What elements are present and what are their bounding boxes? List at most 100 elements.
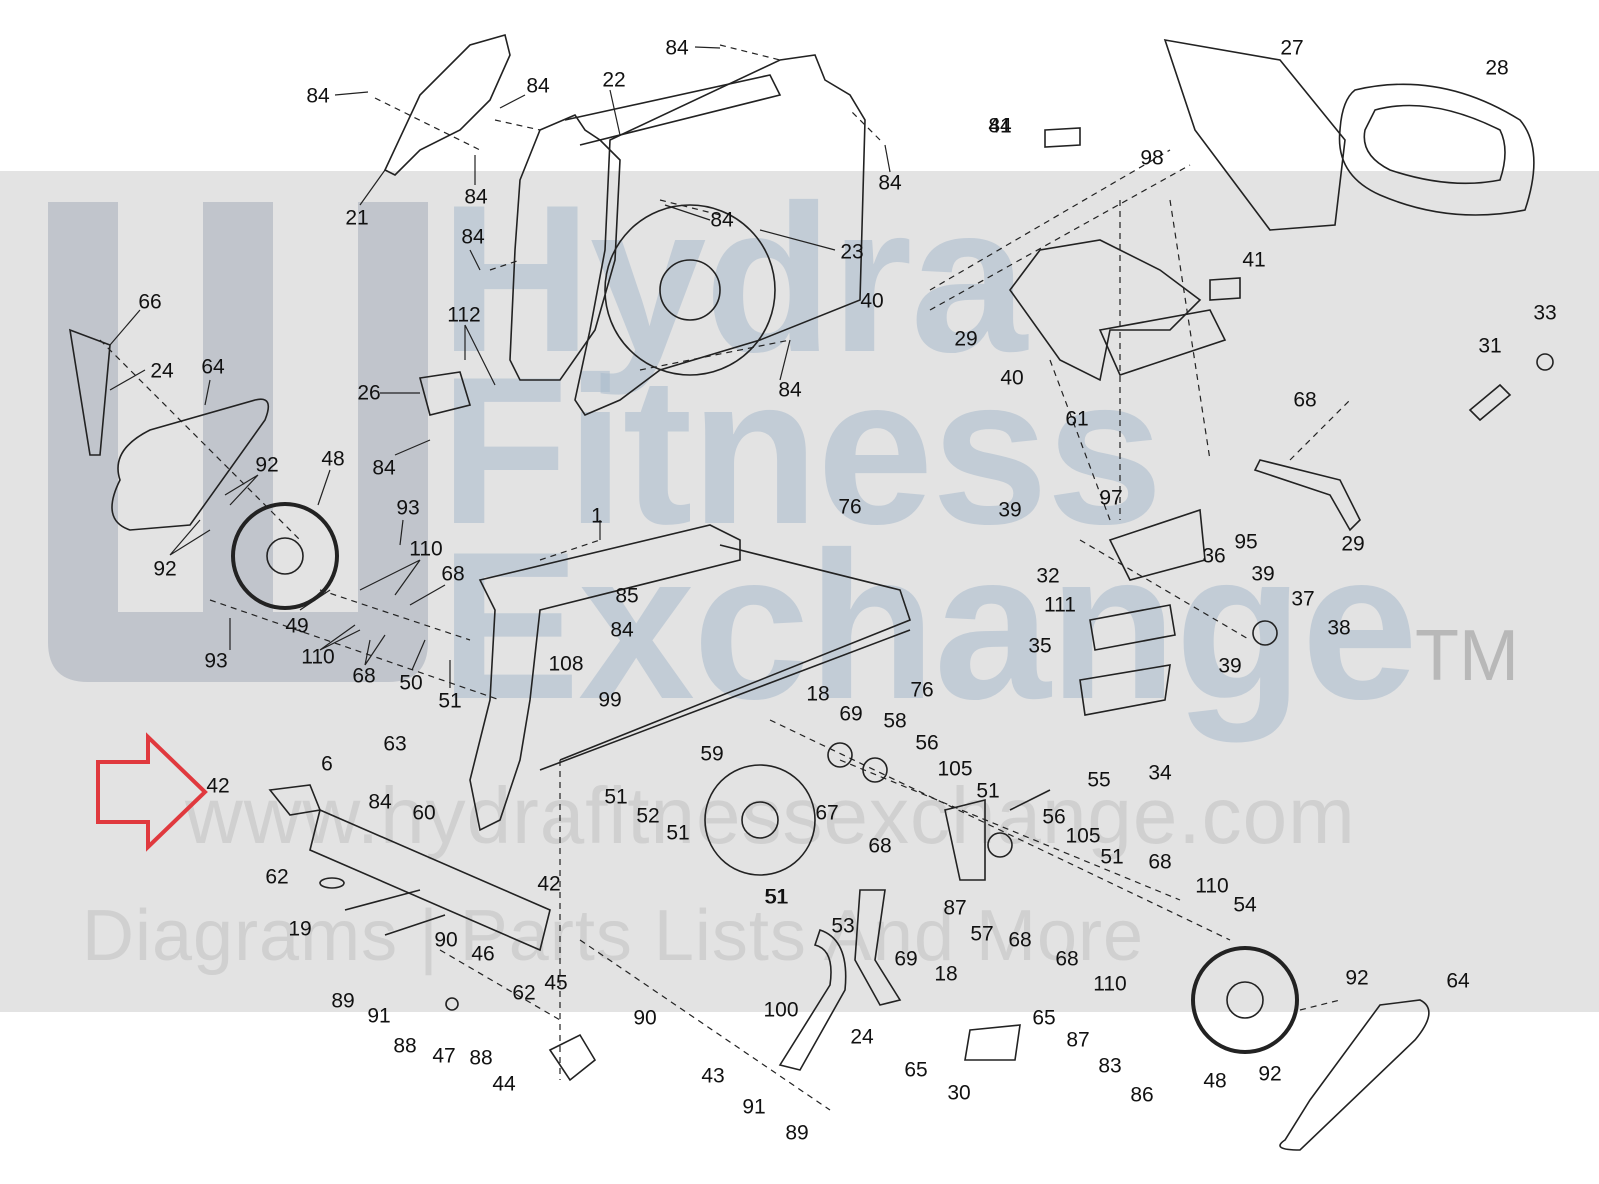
seat-back-mesh: [1163, 38, 1346, 231]
callout-label: 38: [1327, 616, 1351, 640]
callout-label: 110: [409, 537, 443, 561]
callout-label: 68: [352, 664, 376, 688]
callout-label: 83: [1098, 1054, 1122, 1078]
callout-label: 84: [710, 208, 734, 232]
callout-label: 92: [1258, 1062, 1282, 1086]
callout-label: 32: [1036, 564, 1060, 588]
bolts-19: [344, 889, 446, 936]
pad-41-top: [1044, 127, 1081, 148]
callout-label: 28: [1485, 56, 1509, 80]
callout-label: 62: [512, 981, 536, 1005]
tube-31: [1468, 383, 1512, 422]
callout-label: 105: [1065, 824, 1101, 848]
callout-label: 84: [526, 74, 550, 98]
shroud-23: [574, 54, 866, 416]
crossbar-22: [564, 74, 782, 146]
callout-label: 29: [954, 327, 978, 351]
callout-label: 55: [1087, 768, 1111, 792]
callout-label: 76: [838, 495, 862, 519]
callout-label: 21: [345, 206, 369, 230]
bracket-35: [1089, 604, 1176, 651]
callout-label: 19: [288, 917, 312, 941]
callout-label: 92: [255, 453, 279, 477]
callout-label: 84: [778, 378, 802, 402]
callout-label: 56: [1042, 805, 1066, 829]
callout-label: 99: [598, 688, 622, 712]
part-47: [445, 997, 459, 1011]
callout-label: 39: [998, 498, 1022, 522]
crank-left: [68, 328, 111, 456]
callout-label: 105: [937, 757, 973, 781]
knob-37: [1252, 620, 1278, 646]
callout-label: 100: [763, 998, 799, 1022]
callout-label: 68: [868, 834, 892, 858]
shroud-hub-outer: [604, 204, 776, 376]
guard-100: [778, 928, 847, 1071]
callout-label: 50: [399, 671, 423, 695]
callout-label: 68: [441, 562, 465, 586]
callout-label: 42: [537, 872, 561, 896]
callout-label: 88: [469, 1046, 493, 1070]
callout-label: 63: [383, 732, 407, 756]
callout-label: 40: [1000, 366, 1024, 390]
callout-label: 53: [831, 914, 855, 938]
callout-label: 48: [321, 447, 345, 471]
callout-label: 34: [1148, 761, 1172, 785]
callout-label: 57: [970, 922, 994, 946]
callout-label: 26: [357, 381, 381, 405]
callout-label: 43: [701, 1064, 725, 1088]
callout-label: 84: [988, 114, 1012, 138]
callout-label: 41: [988, 114, 1012, 138]
belt-right: [1279, 999, 1430, 1151]
callout-label: 46: [471, 942, 495, 966]
pulley-right: [1191, 946, 1299, 1054]
callout-label: 110: [1195, 874, 1229, 898]
callout-label: 65: [1032, 1006, 1056, 1030]
callout-label: 64: [201, 355, 225, 379]
callout-label: 89: [331, 989, 355, 1013]
callout-label: 84: [461, 225, 485, 249]
callout-label: 56: [915, 731, 939, 755]
callout-label: 91: [367, 1004, 391, 1028]
callout-label: 69: [894, 947, 918, 971]
callout-label: 84: [464, 185, 488, 209]
callout-label: 84: [306, 84, 330, 108]
callout-label: 90: [434, 928, 458, 952]
callout-label: 51: [764, 885, 788, 909]
callout-label: 84: [665, 36, 689, 60]
callout-label: 37: [1291, 587, 1315, 611]
callout-label: 29: [1341, 532, 1365, 556]
callout-label: 66: [138, 290, 162, 314]
callout-label: 88: [393, 1034, 417, 1058]
watermark-line-1: Hydra: [440, 161, 1027, 396]
pad-41-mid: [1209, 277, 1241, 301]
callout-label: 62: [265, 865, 289, 889]
watermark-line-2: Fitness: [440, 333, 1163, 568]
callout-label: 89: [785, 1121, 809, 1145]
callout-label: 23: [840, 240, 864, 264]
callout-label: 110: [301, 645, 335, 669]
knob-33: [1536, 353, 1554, 371]
callout-label: 24: [150, 359, 174, 383]
callout-label: 91: [742, 1095, 766, 1119]
callout-label: 39: [1251, 562, 1275, 586]
callout-label: 92: [153, 557, 177, 581]
callout-label: 59: [700, 742, 724, 766]
callout-label: 90: [633, 1006, 657, 1030]
callout-label: 61: [1065, 407, 1089, 431]
callout-label: 51: [438, 689, 462, 713]
watermark-logo-mark: [48, 202, 428, 682]
callout-label: 41: [1242, 248, 1266, 272]
callout-label: 22: [602, 68, 626, 92]
callout-label: 93: [396, 496, 420, 520]
callout-label: 110: [1093, 972, 1127, 996]
callout-label: 68: [1148, 850, 1172, 874]
callout-label: 111: [1044, 593, 1076, 617]
callout-label: 48: [1203, 1069, 1227, 1093]
shroud-22: [509, 114, 621, 381]
endcap-42: [268, 784, 322, 816]
seat-slider: [1098, 309, 1227, 376]
callout-label: 42: [206, 774, 230, 798]
